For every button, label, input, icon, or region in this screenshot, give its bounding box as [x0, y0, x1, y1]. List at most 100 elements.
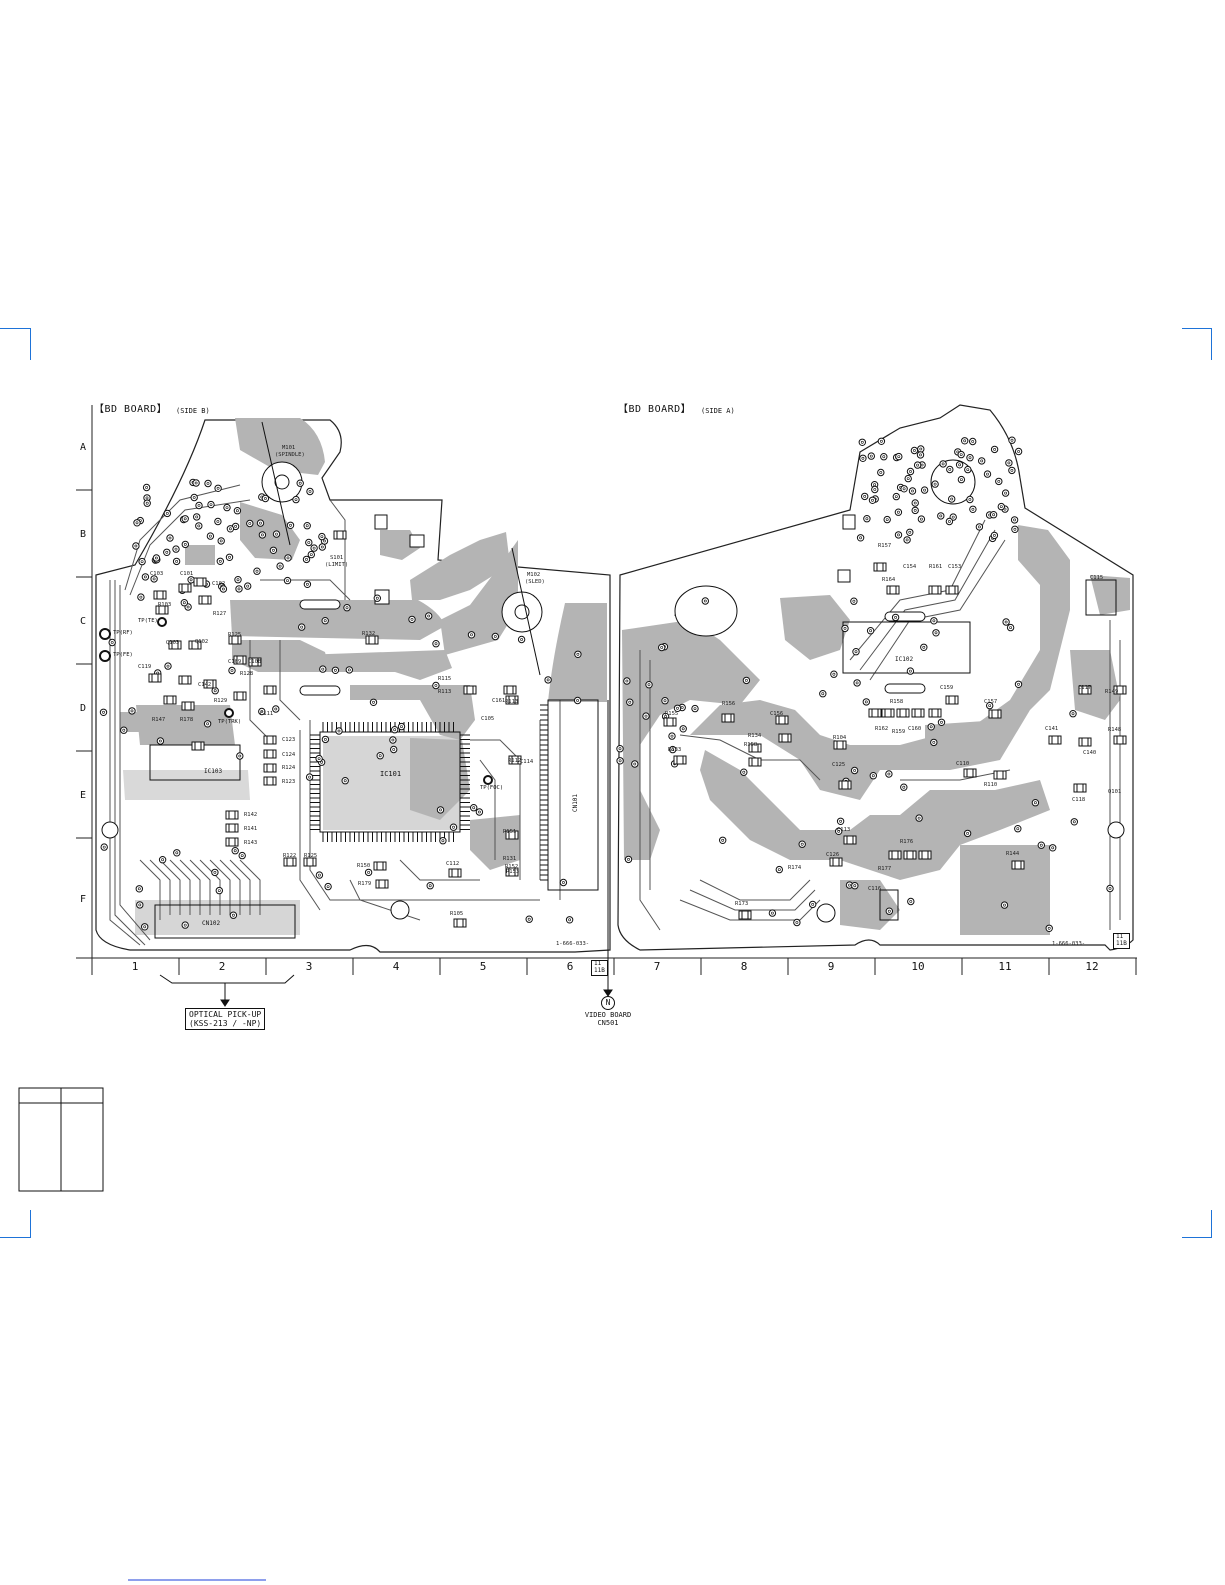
ref-label-side-b: C108 [248, 659, 262, 665]
ref-label-side-a: R173 [735, 901, 749, 907]
row-label-b: B [79, 529, 87, 540]
ref-label-side-a: R158 [744, 742, 758, 748]
column-label-4: 4 [392, 960, 400, 973]
ref-label-side-a: C141 [1045, 726, 1059, 732]
ref-label-side-a: R110 [984, 782, 998, 788]
ref-label-side-b: R113 [438, 689, 452, 695]
ref-label-side-b: C142 [198, 682, 212, 688]
column-label-12: 12 [1085, 960, 1099, 973]
motor-m102-ref: M102 [527, 572, 541, 578]
q101-label: Q101 [1108, 789, 1122, 795]
ref-label-side-b: R150 [357, 863, 371, 869]
test-point-trk-label: TP(TRK) [218, 719, 242, 725]
ref-label-side-b: C123 [282, 737, 296, 743]
ref-label-side-a: R144 [1006, 851, 1020, 857]
ref-label-side-a: C154 [903, 564, 917, 570]
ref-label-side-a: C115 [1090, 575, 1104, 581]
ref-label-side-a: C116 [868, 886, 882, 892]
ref-label-side-b: C112 [446, 861, 460, 867]
optical-pickup-box: OPTICAL PICK-UP (KSS-213 / -NP) [185, 1008, 266, 1031]
switch-s101-ref: S101 [330, 555, 344, 561]
side-a-board [617, 404, 1134, 951]
motor-m101-label: (SPINDLE) [275, 452, 305, 458]
ref-label-side-a: R133 [668, 747, 682, 753]
ref-label-side-b: R125 [228, 632, 242, 638]
ref-label-side-b: R127 [213, 611, 227, 617]
crop-mark-bottom-left-h [0, 1237, 30, 1238]
ref-label-side-a: R161 [929, 564, 943, 570]
ref-label-side-a: R159 [892, 729, 906, 735]
page-tag-left: 11 11B [591, 960, 608, 976]
ref-label-side-a: R149 [1105, 689, 1119, 695]
test-point-markers [99, 617, 493, 785]
row-label-c: C [79, 616, 87, 627]
column-label-10: 10 [911, 960, 925, 973]
ic101-pins [310, 722, 470, 842]
ref-label-side-b: C161 [492, 698, 506, 704]
column-label-11: 11 [998, 960, 1012, 973]
ref-label-side-b: R103 [158, 602, 172, 608]
ref-label-side-b: R152 [505, 864, 519, 870]
ref-label-side-b: R125 [304, 853, 318, 859]
ref-label-side-a: C160 [908, 726, 922, 732]
ref-label-side-b: C109 [228, 659, 242, 665]
ref-label-side-a: R104 [833, 735, 847, 741]
ref-label-side-a: C110 [956, 761, 970, 767]
column-label-5: 5 [479, 960, 487, 973]
ref-label-side-b: C111 [260, 711, 274, 717]
ref-label-side-b: C103 [150, 571, 164, 577]
ref-label-side-a: R155 [665, 711, 679, 717]
ref-label-side-b: R124 [282, 765, 296, 771]
ic101-label: IC101 [380, 770, 402, 778]
ref-label-side-b: C101 [180, 571, 194, 577]
ref-label-side-b: C124 [282, 752, 296, 758]
ref-label-side-a: C157 [984, 699, 998, 705]
ref-label-side-b: R123 [282, 779, 296, 785]
column-ticks [91, 958, 1137, 975]
column-label-2: 2 [218, 960, 226, 973]
ref-label-side-b: R105 [450, 911, 464, 917]
ref-label-side-a: C118 [1072, 797, 1086, 803]
test-point-foc-label: TP(FOC) [480, 785, 504, 791]
ref-label-side-b: R122 [283, 853, 297, 859]
ref-label-side-b: R147 [152, 717, 166, 723]
ref-label-side-a: C140 [1083, 750, 1097, 756]
ref-label-side-b: R128 [240, 671, 254, 677]
ref-label-side-a: C126 [826, 852, 840, 858]
switch-s101-label: (LIMIT) [325, 562, 349, 568]
grid-frame [76, 405, 1137, 959]
column-label-1: 1 [131, 960, 139, 973]
column-label-6: 6 [566, 960, 574, 973]
optical-pickup-line1: OPTICAL PICK-UP [189, 1010, 262, 1019]
video-board-line1: VIDEO BOARD [584, 1011, 632, 1019]
ref-label-side-b: Q103 [166, 640, 180, 646]
ref-label-side-b: R112 [508, 758, 522, 764]
side-a-subtitle: (SIDE A) [701, 407, 735, 415]
ic102-label: IC102 [895, 656, 914, 663]
ref-label-side-b: C119 [138, 664, 152, 670]
side-b-board [95, 418, 611, 953]
cn101-pins [540, 704, 548, 881]
ref-label-side-a: R158 [890, 699, 904, 705]
smd-components [148, 530, 1127, 928]
ic103-label: IC103 [204, 768, 223, 775]
crop-mark-bottom-left-v [30, 1210, 31, 1238]
ref-label-side-a: C117 [1078, 685, 1092, 691]
crop-mark-top-left-v [30, 328, 31, 360]
ref-label-side-b: C102 [212, 581, 226, 587]
motor-m102-label: (SLED) [525, 579, 545, 585]
crop-mark-bottom-right-h [1182, 1237, 1212, 1238]
ref-label-side-a: C153 [948, 564, 962, 570]
video-board-line2: CN501 [597, 1019, 619, 1027]
column-label-7: 7 [653, 960, 661, 973]
video-board-marker: N [601, 996, 615, 1010]
test-point-fe-label: TP(FE) [113, 652, 133, 658]
ref-label-side-b: R131 [503, 856, 517, 862]
crop-mark-bottom-right-v [1211, 1210, 1212, 1238]
ref-label-side-b: R178 [180, 717, 194, 723]
side-b-subtitle: (SIDE B) [176, 407, 210, 415]
side-a-title: 【BD BOARD】 [618, 404, 692, 415]
page-tag-right: 11 11B [1113, 933, 1130, 949]
